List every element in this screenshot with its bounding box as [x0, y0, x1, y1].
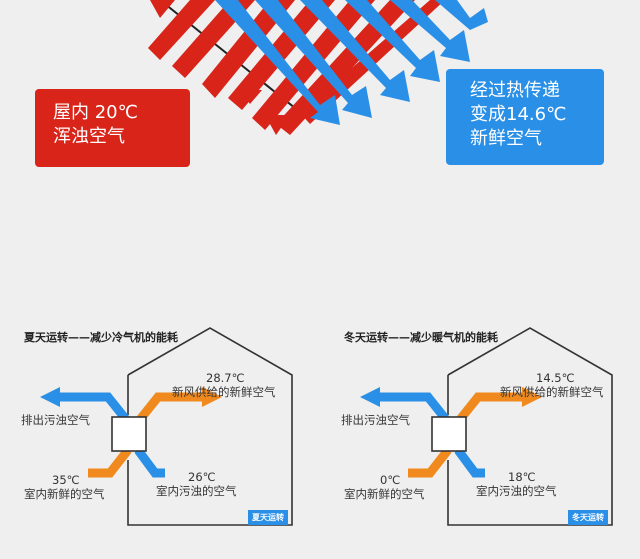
heat-exchanger-box	[431, 416, 467, 452]
summer-house-graphic	[40, 327, 293, 526]
fresh-air-arrows	[215, 0, 488, 125]
house-outline	[127, 327, 293, 526]
fresh-air-line2: 变成14.6℃	[470, 104, 567, 125]
summer-supply-temp: 28.7℃	[206, 371, 245, 385]
supply-flow	[134, 392, 205, 425]
indoor-air-desc: 浑浊空气	[53, 126, 125, 147]
house-outline	[447, 327, 613, 526]
winter-outdoor-temp: 0℃	[380, 473, 401, 487]
winter-exhaust-label: 排出污浊空气	[341, 413, 410, 427]
fresh-air-line3: 新鲜空气	[470, 128, 542, 149]
winter-outdoor-label: 室内新鲜的空气	[344, 487, 425, 501]
indoor-air-temp: 屋内 20℃	[53, 102, 138, 123]
summer-badge: 夏天运转	[248, 510, 288, 525]
winter-supply-temp: 14.5℃	[536, 371, 575, 385]
fresh-air-line1: 经过热传递	[470, 80, 560, 101]
indoor-return-flow	[134, 447, 165, 478]
winter-indoor-temp: 18℃	[508, 470, 536, 484]
winter-indoor-label: 室内污浊的空气	[476, 484, 557, 498]
winter-diagram: 冬天运转——减少暖气机的能耗 14.5℃ 新风供给的新鲜空气 排出污浊空气 0℃…	[340, 325, 640, 535]
outdoor-intake-flow	[88, 447, 132, 478]
winter-house-graphic	[360, 327, 613, 526]
winter-title: 冬天运转——减少暖气机的能耗	[344, 331, 498, 344]
exhaust-flow	[375, 392, 452, 425]
winter-supply-label: 新风供给的新鲜空气	[500, 385, 604, 399]
summer-indoor-label: 室内污浊的空气	[156, 484, 237, 498]
supply-flow	[454, 392, 525, 425]
heat-exchange-illustration	[148, 0, 488, 135]
heat-exchanger-box	[111, 416, 147, 452]
outdoor-intake-flow	[408, 447, 452, 478]
summer-indoor-temp: 26℃	[188, 470, 216, 484]
fresh-air-callout: 经过热传递 变成14.6℃ 新鲜空气	[446, 69, 604, 165]
warm-air-stripes	[148, 0, 445, 135]
summer-outdoor-label: 室内新鲜的空气	[24, 487, 105, 501]
summer-title: 夏天运转——减少冷气机的能耗	[24, 331, 178, 344]
summer-diagram: 夏天运转——减少冷气机的能耗 28.7℃ 新风供给的新鲜空气 排出污浊空气 35…	[20, 325, 320, 535]
indoor-return-flow	[454, 447, 485, 478]
winter-badge: 冬天运转	[568, 510, 608, 525]
summer-supply-label: 新风供给的新鲜空气	[172, 385, 276, 399]
summer-exhaust-label: 排出污浊空气	[21, 413, 90, 427]
indoor-air-callout: 屋内 20℃ 浑浊空气	[35, 89, 190, 167]
exhaust-flow	[55, 392, 132, 425]
summer-outdoor-temp: 35℃	[52, 473, 80, 487]
